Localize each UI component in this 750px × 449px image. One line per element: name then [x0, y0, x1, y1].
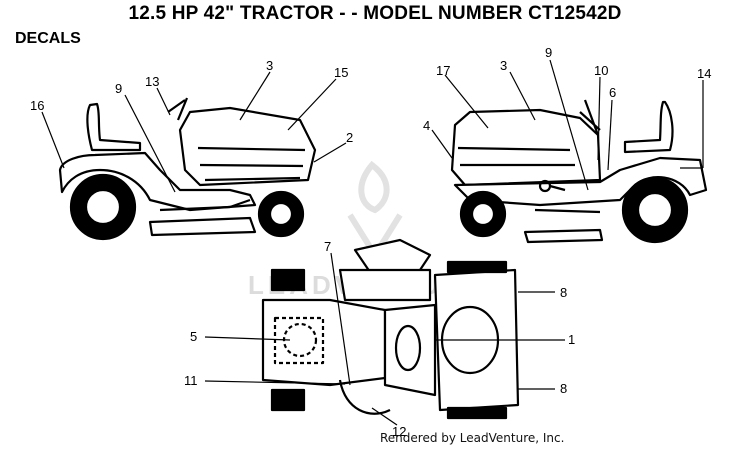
callout-label: 2 [346, 130, 353, 145]
callout-label: 10 [594, 63, 608, 78]
tractor-top-view [261, 238, 520, 420]
callout-label: 6 [609, 85, 616, 100]
callout-label: 8 [560, 285, 567, 300]
render-credit: Rendered by LeadVenture, Inc. [380, 431, 565, 445]
tractor-left-view [58, 97, 317, 241]
callout-label: 3 [266, 58, 273, 73]
page-title: 12.5 HP 42" TRACTOR - - MODEL NUMBER CT1… [128, 3, 622, 24]
callout-label: 15 [334, 65, 348, 80]
callout-label: 7 [324, 239, 331, 254]
callout-label: 9 [115, 81, 122, 96]
callout-label: 17 [436, 63, 450, 78]
callout-label: 11 [184, 373, 198, 388]
leader-lines [41, 59, 704, 426]
tractor-right-view [450, 99, 708, 244]
callout-label: 3 [500, 58, 507, 73]
callout-label: 5 [190, 329, 197, 344]
callout-label: 14 [697, 66, 711, 81]
callout-label: 13 [145, 74, 159, 89]
callout-label: 1 [568, 332, 575, 347]
section-heading: DECALS [15, 30, 81, 47]
callout-label: 4 [423, 118, 430, 133]
callout-label: 9 [545, 45, 552, 60]
callout-label: 8 [560, 381, 567, 396]
callout-label: 12 [392, 424, 406, 439]
callout-label: 16 [30, 98, 44, 113]
